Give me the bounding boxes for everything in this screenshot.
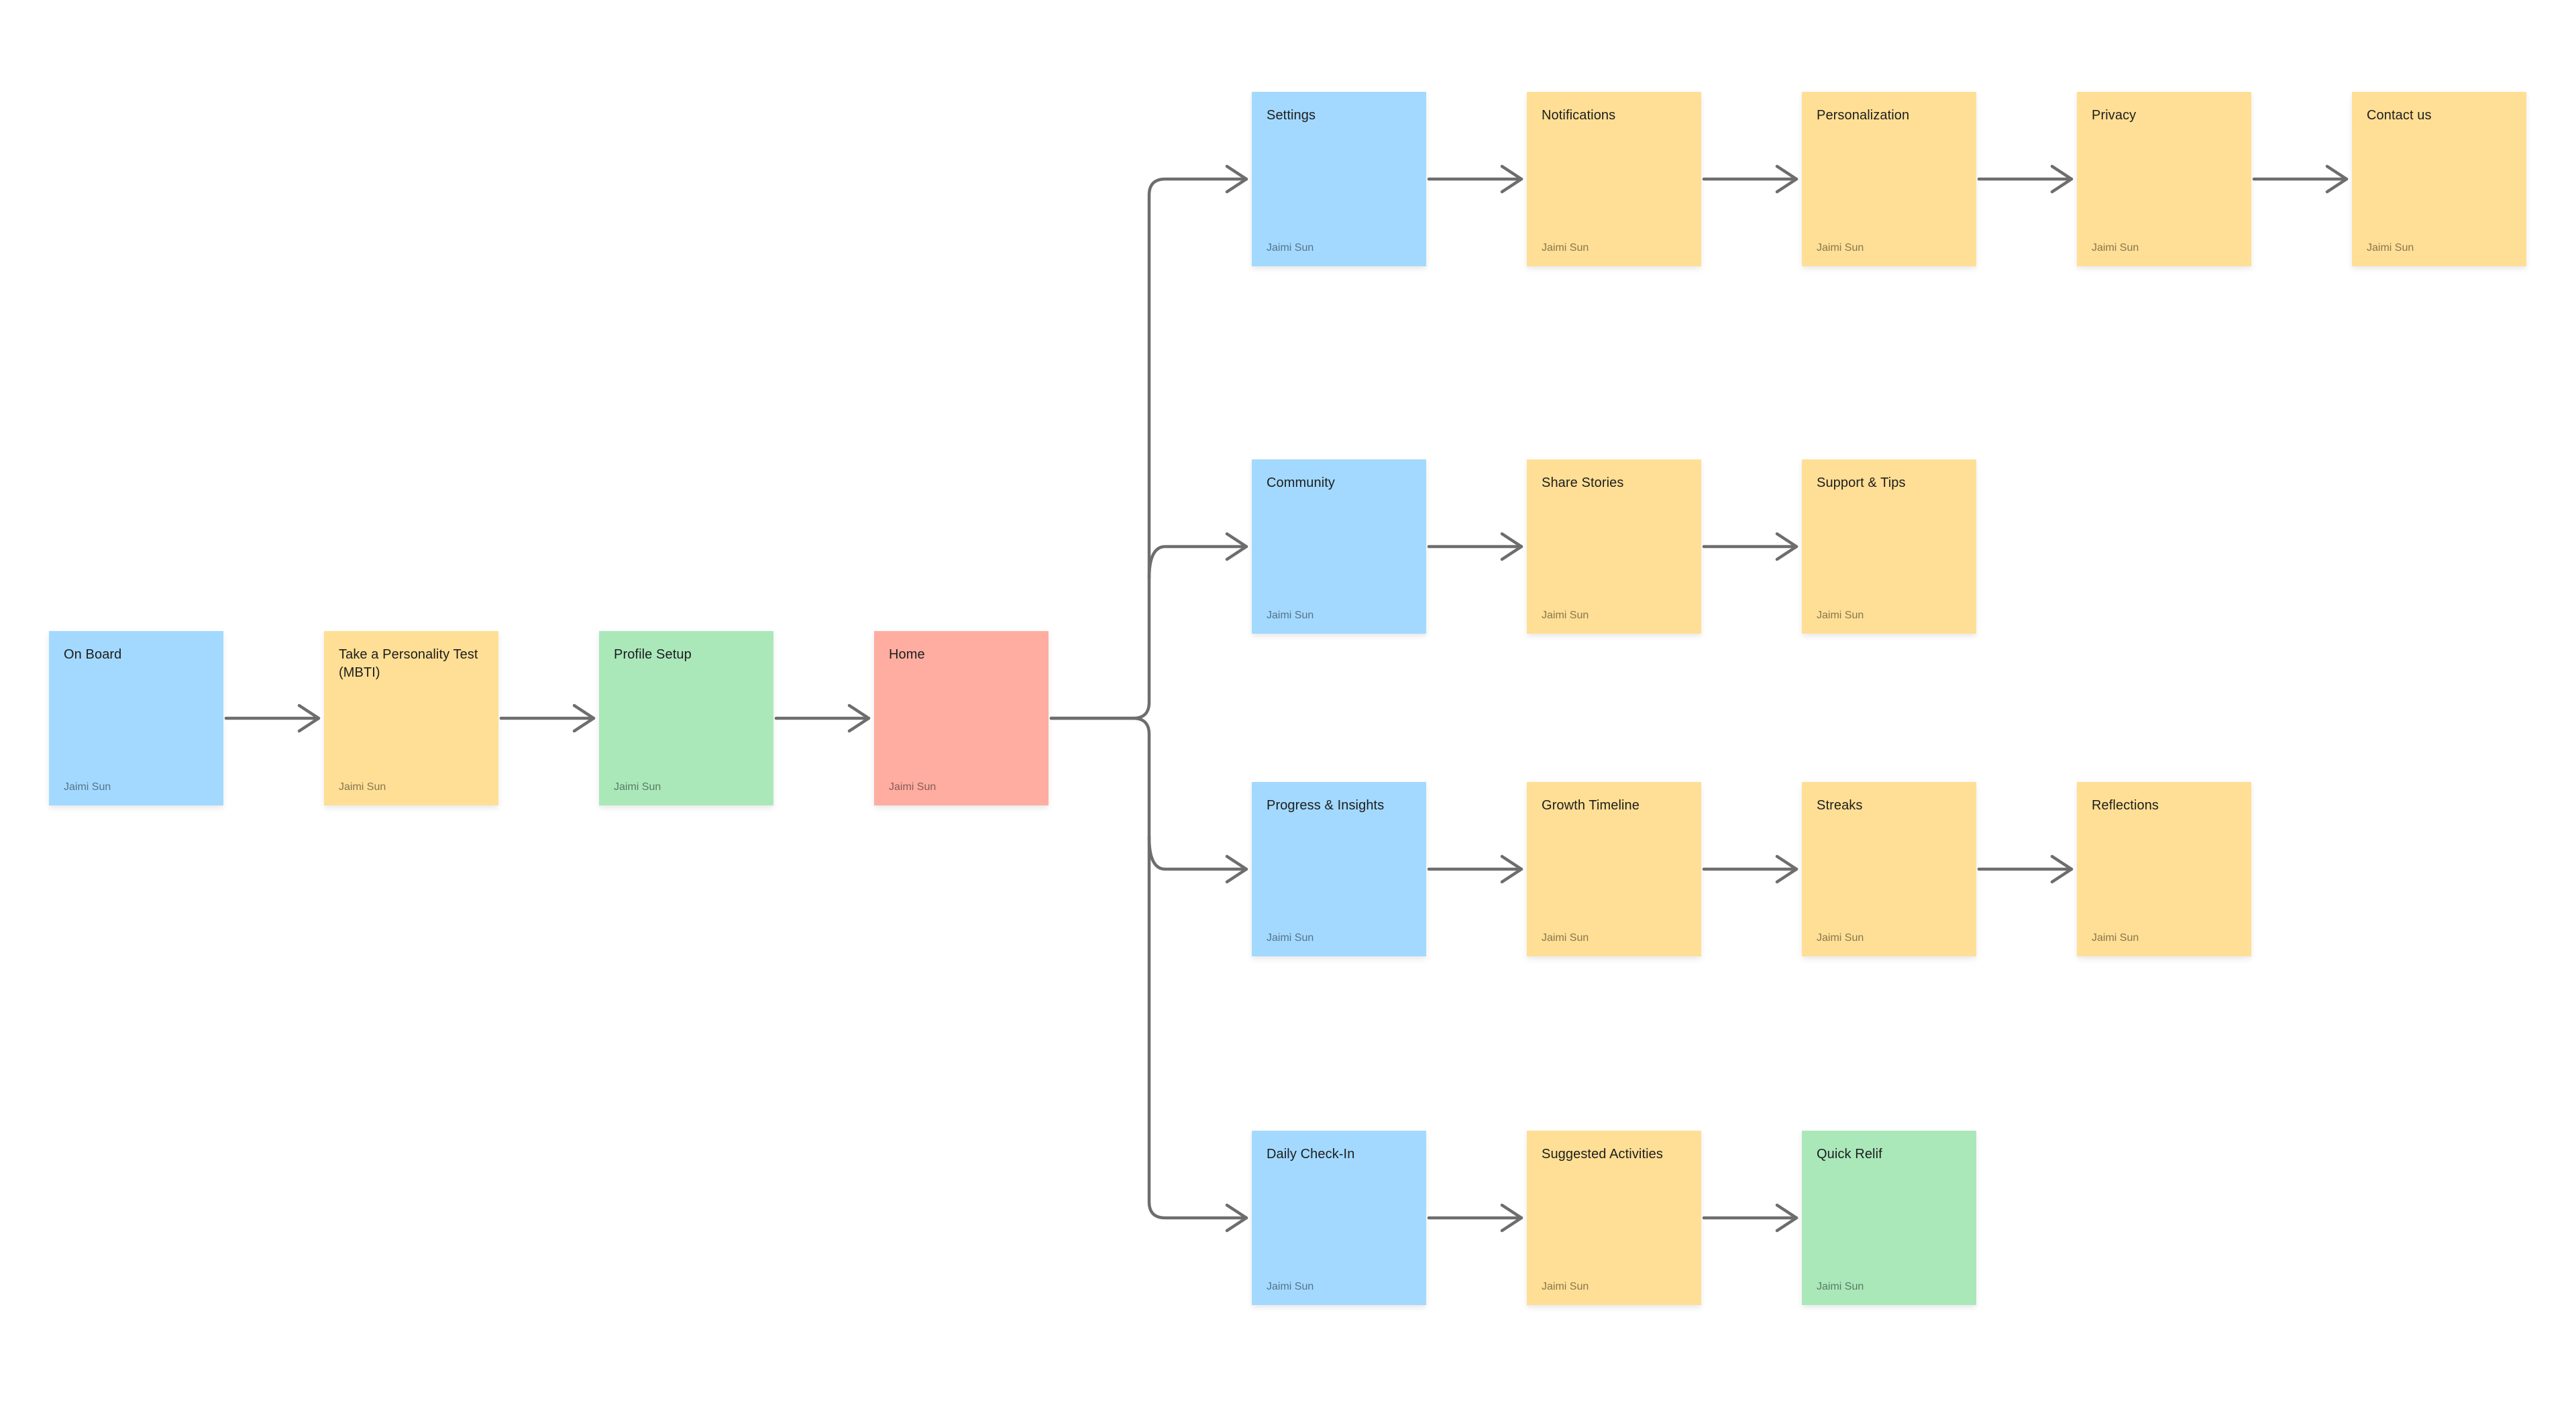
- note-author: Jaimi Sun: [339, 781, 386, 793]
- connector-home-to-community[interactable]: [1147, 532, 1248, 581]
- note-title: Suggested Activities: [1542, 1147, 1663, 1162]
- sticky-note-take-a-personality-test-mbti[interactable]: Take a Personality Test (MBTI) Jaimi Sun: [324, 631, 498, 805]
- note-title: Community: [1267, 475, 1336, 490]
- note-author: Jaimi Sun: [2092, 932, 2139, 944]
- note-title: Growth Timeline: [1542, 798, 1640, 813]
- note-author: Jaimi Sun: [2092, 242, 2139, 254]
- connector-home-to-settings[interactable]: [1049, 164, 1248, 720]
- note-title: Notifications: [1542, 108, 1616, 123]
- note-author: Jaimi Sun: [1817, 242, 1864, 254]
- note-title: Share Stories: [1542, 475, 1624, 490]
- note-author: Jaimi Sun: [1542, 1281, 1589, 1292]
- note-author: Jaimi Sun: [1542, 610, 1589, 621]
- note-author: Jaimi Sun: [1267, 932, 1314, 944]
- note-author: Jaimi Sun: [614, 781, 661, 793]
- note-title: Streaks: [1817, 798, 1863, 813]
- note-author: Jaimi Sun: [889, 781, 936, 793]
- note-author: Jaimi Sun: [1267, 242, 1314, 254]
- connector-home-to-progress-insights[interactable]: [1147, 835, 1248, 884]
- note-author: Jaimi Sun: [64, 781, 111, 793]
- note-title: Support & Tips: [1817, 475, 1906, 490]
- note-title: Contact us: [2367, 108, 2432, 123]
- note-author: Jaimi Sun: [1542, 932, 1589, 944]
- note-title: Progress & Insights: [1267, 798, 1385, 813]
- note-author: Jaimi Sun: [1267, 1281, 1314, 1292]
- note-author: Jaimi Sun: [1817, 610, 1864, 621]
- note-title: Settings: [1267, 108, 1316, 123]
- note-author: Jaimi Sun: [1542, 242, 1589, 254]
- note-author: Jaimi Sun: [1267, 610, 1314, 621]
- note-title: Reflections: [2092, 798, 2159, 813]
- note-author: Jaimi Sun: [1817, 1281, 1864, 1292]
- note-title: Quick Relif: [1817, 1147, 1882, 1162]
- note-author: Jaimi Sun: [2367, 242, 2414, 254]
- connector-home-to-daily-check-in[interactable]: [1049, 716, 1248, 1233]
- note-title: Privacy: [2092, 108, 2137, 123]
- note-title: Home: [889, 647, 925, 662]
- note-title: On Board: [64, 647, 122, 662]
- note-title: Profile Setup: [614, 647, 692, 662]
- note-title: Take a Personality Test (MBTI): [339, 647, 478, 680]
- sticky-note-contact-us[interactable]: Contact us Jaimi Sun: [2352, 92, 2526, 266]
- note-author: Jaimi Sun: [1817, 932, 1864, 944]
- note-title: Personalization: [1817, 108, 1910, 123]
- note-title: Daily Check-In: [1267, 1147, 1355, 1162]
